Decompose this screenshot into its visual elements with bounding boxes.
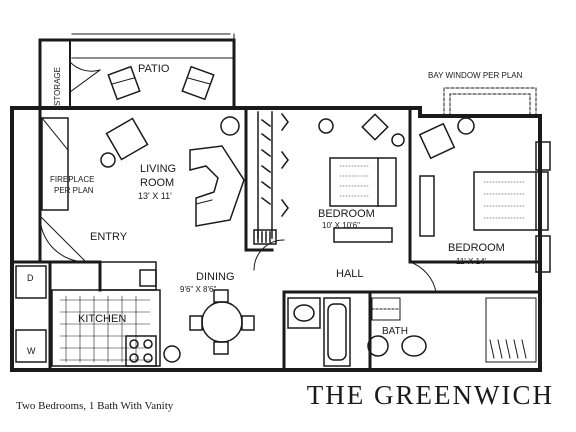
wardrobe-hall xyxy=(485,297,537,363)
plant xyxy=(163,345,181,363)
armchair-master xyxy=(418,117,475,160)
side-table xyxy=(100,116,240,168)
nightstand xyxy=(318,113,405,147)
plan-title: THE GREENWICH xyxy=(306,380,554,410)
washer-dryer xyxy=(15,265,47,363)
fireplace-label: FIREPLACE xyxy=(50,175,94,184)
hall-label: HALL xyxy=(336,268,364,280)
living-room-label-2: ROOM xyxy=(140,177,174,189)
dining-size: 9'6" X 8'6" xyxy=(180,285,216,294)
dining-table xyxy=(189,289,255,355)
hall-door xyxy=(253,239,437,293)
bedroom-2-label: BEDROOM xyxy=(448,242,505,254)
kitchen-label: KITCHEN xyxy=(78,313,126,325)
sectional-sofa xyxy=(189,145,245,227)
bath-label: BATH xyxy=(382,326,408,337)
closet-bedroom-2 xyxy=(253,229,277,245)
fireplace-label-2: PER PLAN xyxy=(54,186,94,195)
washer-label: W xyxy=(27,346,36,356)
stove xyxy=(125,335,157,367)
kitchen-tile xyxy=(59,295,151,363)
vanity xyxy=(287,297,321,329)
interior-walls xyxy=(10,106,542,372)
entry-door xyxy=(39,215,87,263)
bedroom-1-label: BEDROOM xyxy=(318,208,375,220)
patio-label: PATIO xyxy=(138,63,170,75)
bedroom-2-size: 11' X 14' xyxy=(456,257,487,266)
bed xyxy=(329,157,397,207)
living-room-size: 13' X 11' xyxy=(138,191,172,201)
bedroom-1-size: 10' X 10'6" xyxy=(322,221,360,230)
bathtub xyxy=(323,297,351,367)
entry-label: ENTRY xyxy=(90,231,128,243)
dining-label: DINING xyxy=(196,271,235,283)
dresser-master xyxy=(419,141,551,273)
dresser xyxy=(333,227,393,243)
kitchen-counter xyxy=(51,261,161,367)
patio-chair xyxy=(181,65,215,101)
bay-window xyxy=(443,87,537,117)
storage-label: STORAGE xyxy=(53,67,62,106)
patio-chair xyxy=(107,65,141,101)
linen-closet xyxy=(371,297,401,321)
fireplace xyxy=(41,117,69,211)
exterior-walls xyxy=(10,106,542,372)
bed-master xyxy=(473,171,549,231)
plan-caption: Two Bedrooms, 1 Bath With Vanity xyxy=(16,400,174,412)
dryer-label: D xyxy=(27,273,34,283)
living-room-label: LIVING xyxy=(140,163,176,175)
closet xyxy=(257,111,289,239)
armchair xyxy=(105,117,149,161)
toilet xyxy=(367,335,427,357)
bay-window-label: BAY WINDOW PER PLAN xyxy=(428,71,523,80)
